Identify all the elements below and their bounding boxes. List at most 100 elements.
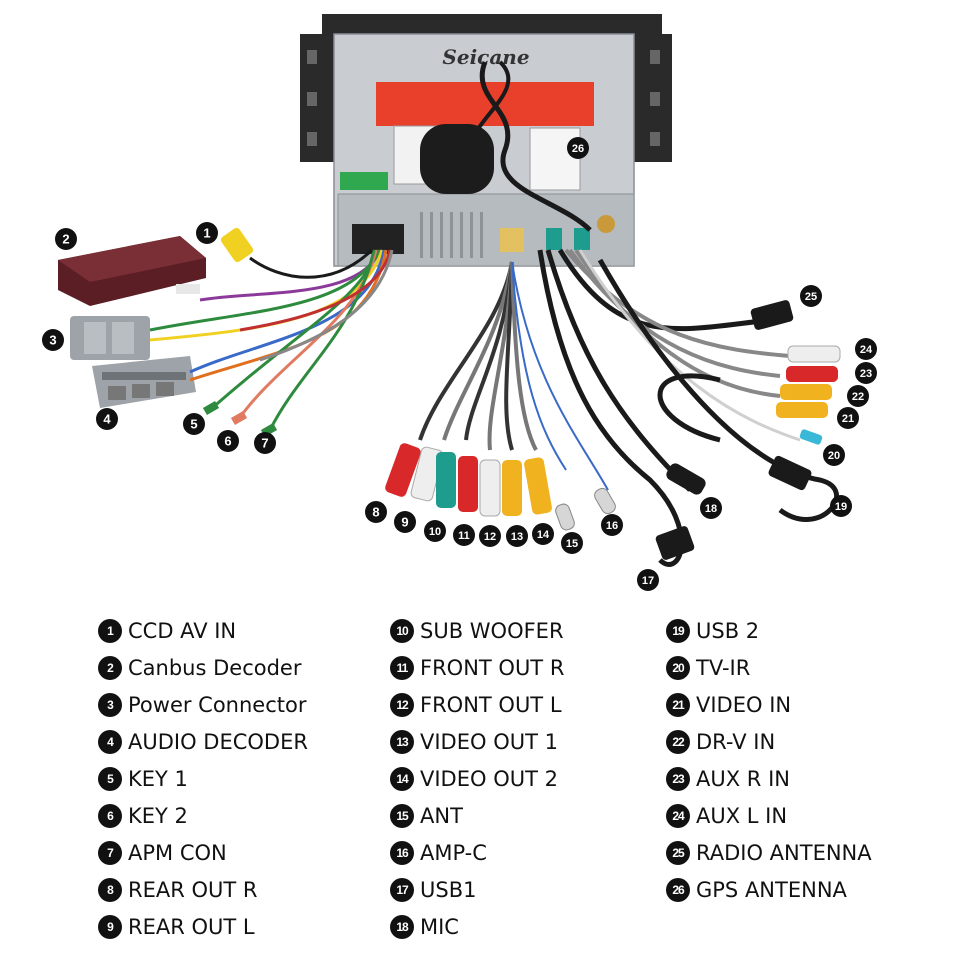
callout-badge-18: 18 — [700, 497, 722, 519]
legend-label: CCD AV IN — [128, 618, 237, 643]
legend-label: ANT — [420, 803, 463, 828]
svg-text:11: 11 — [458, 530, 470, 542]
rca-plug-aux-r-in — [786, 366, 838, 382]
usb2-plug — [768, 455, 812, 491]
legend-number-badge: 16 — [390, 840, 414, 865]
callout-badge-2: 2 — [55, 228, 77, 250]
legend-number-badge: 7 — [98, 840, 122, 865]
vent-slots — [420, 212, 483, 258]
legend-label: GPS ANTENNA — [696, 877, 847, 902]
fakra-socket-right — [574, 228, 590, 250]
svg-text:22: 22 — [852, 391, 864, 403]
rca-plugs — [385, 443, 552, 517]
legend-label: KEY 1 — [128, 766, 188, 791]
legend-label: DR-V IN — [696, 729, 776, 754]
center-cable-bundle — [418, 261, 609, 491]
legend-number-badge: 9 — [98, 914, 122, 939]
ccd-av-in-plug — [220, 227, 254, 263]
svg-text:2: 2 — [62, 232, 69, 247]
callout-badge-10: 10 — [424, 520, 446, 542]
callout-badge-14: 14 — [532, 523, 554, 545]
svg-text:14: 14 — [537, 529, 550, 541]
svg-text:13: 13 — [511, 531, 523, 543]
ant-amp-terminals — [555, 487, 616, 531]
rca-plug-sub-woofer — [436, 452, 456, 508]
svg-text:16: 16 — [606, 520, 618, 532]
svg-text:12: 12 — [484, 531, 496, 543]
svg-text:23: 23 — [860, 368, 872, 380]
callout-badge-1: 1 — [196, 222, 218, 244]
legend-number-badge: 3 — [98, 692, 122, 717]
svg-text:25: 25 — [805, 291, 817, 303]
callout-badge-19: 19 — [830, 495, 852, 517]
legend-label: USB 2 — [696, 618, 760, 643]
rca-plug-front-out-l — [479, 459, 501, 517]
aux-video-plugs — [776, 345, 841, 418]
svg-text:21: 21 — [842, 413, 854, 425]
legend-number-badge: 24 — [666, 803, 690, 828]
harness-socket-mid — [500, 228, 524, 252]
callout-badge-15: 15 — [561, 532, 583, 554]
legend-label: MIC — [420, 914, 459, 939]
gps-antenna — [420, 60, 592, 232]
legend-label: KEY 2 — [128, 803, 188, 828]
legend-number-badge: 2 — [98, 655, 122, 680]
callout-badge-21: 21 — [837, 407, 859, 429]
legend-number-badge: 21 — [666, 692, 690, 717]
legend-number-badge: 14 — [390, 766, 414, 791]
legend-number-badge: 5 — [98, 766, 122, 791]
legend-label: RADIO ANTENNA — [696, 840, 872, 865]
legend-label: Power Connector — [128, 692, 307, 717]
svg-text:6: 6 — [224, 434, 231, 449]
svg-text:3: 3 — [49, 333, 56, 348]
tv-ir-tip — [799, 429, 823, 445]
fakra-socket-left — [546, 228, 562, 250]
svg-text:1: 1 — [203, 226, 210, 241]
power-connector — [70, 316, 150, 360]
callout-badge-7: 7 — [254, 432, 276, 454]
callout-badge-20: 20 — [823, 444, 845, 466]
radio-antenna-plug — [750, 300, 794, 330]
legend-label: SUB WOOFER — [420, 618, 564, 643]
svg-text:15: 15 — [566, 538, 578, 550]
legend-number-badge: 1 — [98, 618, 122, 643]
legend-label: FRONT OUT R — [420, 655, 565, 680]
svg-text:26: 26 — [572, 143, 584, 155]
left-wire-harness — [149, 248, 394, 431]
legend-number-badge: 6 — [98, 803, 122, 828]
callout-badge-13: 13 — [506, 525, 528, 547]
callout-badges: 1 2 3 4 5 6 7 8 9 10 11 12 13 14 15 16 1… — [42, 137, 877, 591]
svg-text:4: 4 — [103, 412, 111, 427]
legend-label: AMP-C — [420, 840, 487, 865]
svg-text:18: 18 — [705, 503, 717, 515]
key-wire-tips — [202, 401, 278, 437]
callout-badge-6: 6 — [217, 430, 239, 452]
legend-label: USB1 — [420, 877, 477, 902]
callout-badge-4: 4 — [96, 408, 118, 430]
rca-plug-dr-v-in — [780, 384, 832, 400]
svg-text:17: 17 — [642, 575, 654, 587]
